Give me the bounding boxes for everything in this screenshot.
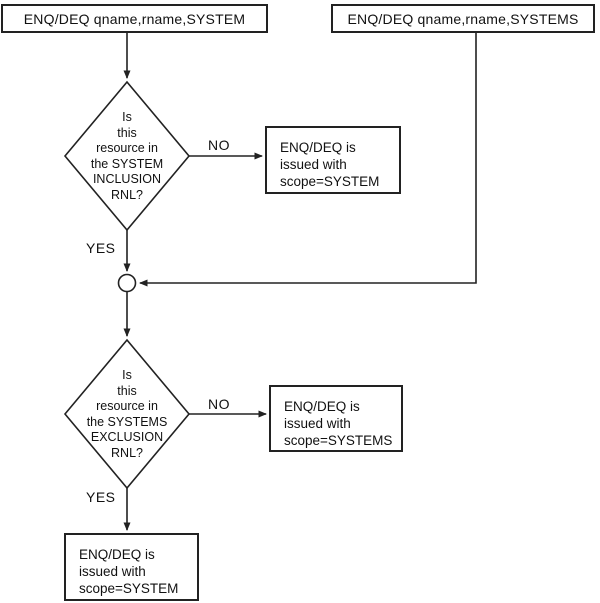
result-box-scope-systems: ENQ/DEQ is issued with scope=SYSTEMS <box>269 385 403 452</box>
decision-inclusion-text: Is this resource in the SYSTEM INCLUSION… <box>90 110 164 202</box>
arrow-entry-right-to-junction <box>139 33 477 287</box>
junction-circle <box>117 273 137 293</box>
label-no-exclusion: NO <box>208 396 230 412</box>
entry-box-systems: ENQ/DEQ qname,rname,SYSTEMS <box>331 4 595 33</box>
decision-exclusion-text: Is this resource in the SYSTEMS EXCLUSIO… <box>86 368 168 460</box>
result-box-scope-system-final: ENQ/DEQ is issued with scope=SYSTEM <box>64 533 199 601</box>
result-box-scope-system: ENQ/DEQ is issued with scope=SYSTEM <box>265 126 401 194</box>
label-no-inclusion: NO <box>208 137 230 153</box>
label-yes-inclusion: YES <box>86 240 116 256</box>
label-yes-exclusion: YES <box>86 489 116 505</box>
entry-box-system: ENQ/DEQ qname,rname,SYSTEM <box>1 4 268 33</box>
